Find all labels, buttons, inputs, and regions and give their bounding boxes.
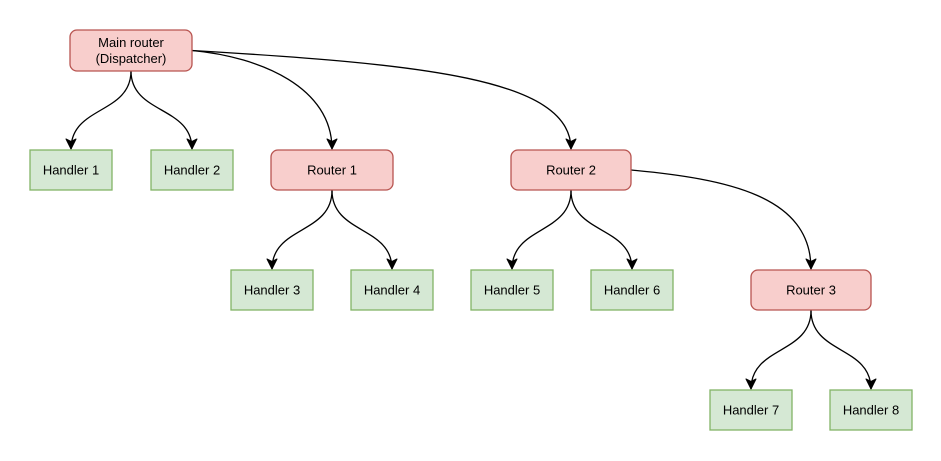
node-handler-3: Handler 3 (230, 269, 314, 311)
node-handler-4: Handler 4 (350, 269, 434, 311)
node-handler-7-label: Handler 7 (723, 403, 779, 418)
node-handler-6: Handler 6 (590, 269, 674, 311)
node-handler-5-label: Handler 5 (484, 283, 540, 298)
node-handler-1: Handler 1 (29, 149, 113, 191)
node-handler-3-label: Handler 3 (244, 283, 300, 298)
node-main-router-label-line1: Main router (98, 35, 164, 50)
edge-main-router-to-router-2 (191, 49, 577, 150)
node-handler-7: Handler 7 (709, 389, 793, 431)
node-handler-5: Handler 5 (470, 269, 554, 311)
node-router-2-shape (510, 149, 632, 191)
edge-router-2-to-handler-5 (506, 190, 572, 270)
edge-router-3-to-handler-7 (745, 310, 812, 390)
node-router-1-shape (270, 149, 394, 191)
node-handler-8: Handler 8 (829, 389, 913, 431)
node-handler-4-shape (350, 269, 434, 311)
edge-router-3-to-handler-8 (810, 310, 877, 390)
node-router-3-shape (750, 269, 872, 311)
edge-main-router-to-handler-2 (130, 70, 198, 150)
node-router-3: Router 3 (750, 269, 872, 311)
node-handler-2: Handler 2 (150, 149, 234, 191)
node-router-1: Router 1 (270, 149, 394, 191)
edge-router-2-to-handler-6 (570, 190, 638, 270)
node-router-1-label: Router 1 (307, 163, 357, 178)
node-handler-4-label: Handler 4 (364, 283, 420, 298)
edge-router-2-to-router-3 (630, 169, 817, 270)
node-router-2-label: Router 2 (546, 163, 596, 178)
edge-main-router-to-router-1 (191, 49, 338, 150)
node-handler-2-label: Handler 2 (164, 163, 220, 178)
node-handler-5-shape (470, 269, 554, 311)
node-handler-1-label: Handler 1 (43, 163, 99, 178)
node-main-router-shape (69, 29, 193, 72)
node-handler-2-shape (150, 149, 234, 191)
node-router-3-label: Router 3 (786, 283, 836, 298)
edge-main-router-to-handler-1 (65, 70, 132, 150)
node-handler-8-label: Handler 8 (843, 403, 899, 418)
node-main-router: Main router (Dispatcher) (69, 29, 193, 72)
node-handler-6-label: Handler 6 (604, 283, 660, 298)
node-handler-7-shape (709, 389, 793, 431)
node-handler-3-shape (230, 269, 314, 311)
node-handler-1-shape (29, 149, 113, 191)
node-router-2: Router 2 (510, 149, 632, 191)
edge-router-1-to-handler-3 (266, 190, 333, 270)
node-handler-8-shape (829, 389, 913, 431)
node-main-router-label-line2: (Dispatcher) (96, 51, 167, 66)
node-handler-6-shape (590, 269, 674, 311)
edge-router-1-to-handler-4 (331, 190, 398, 270)
